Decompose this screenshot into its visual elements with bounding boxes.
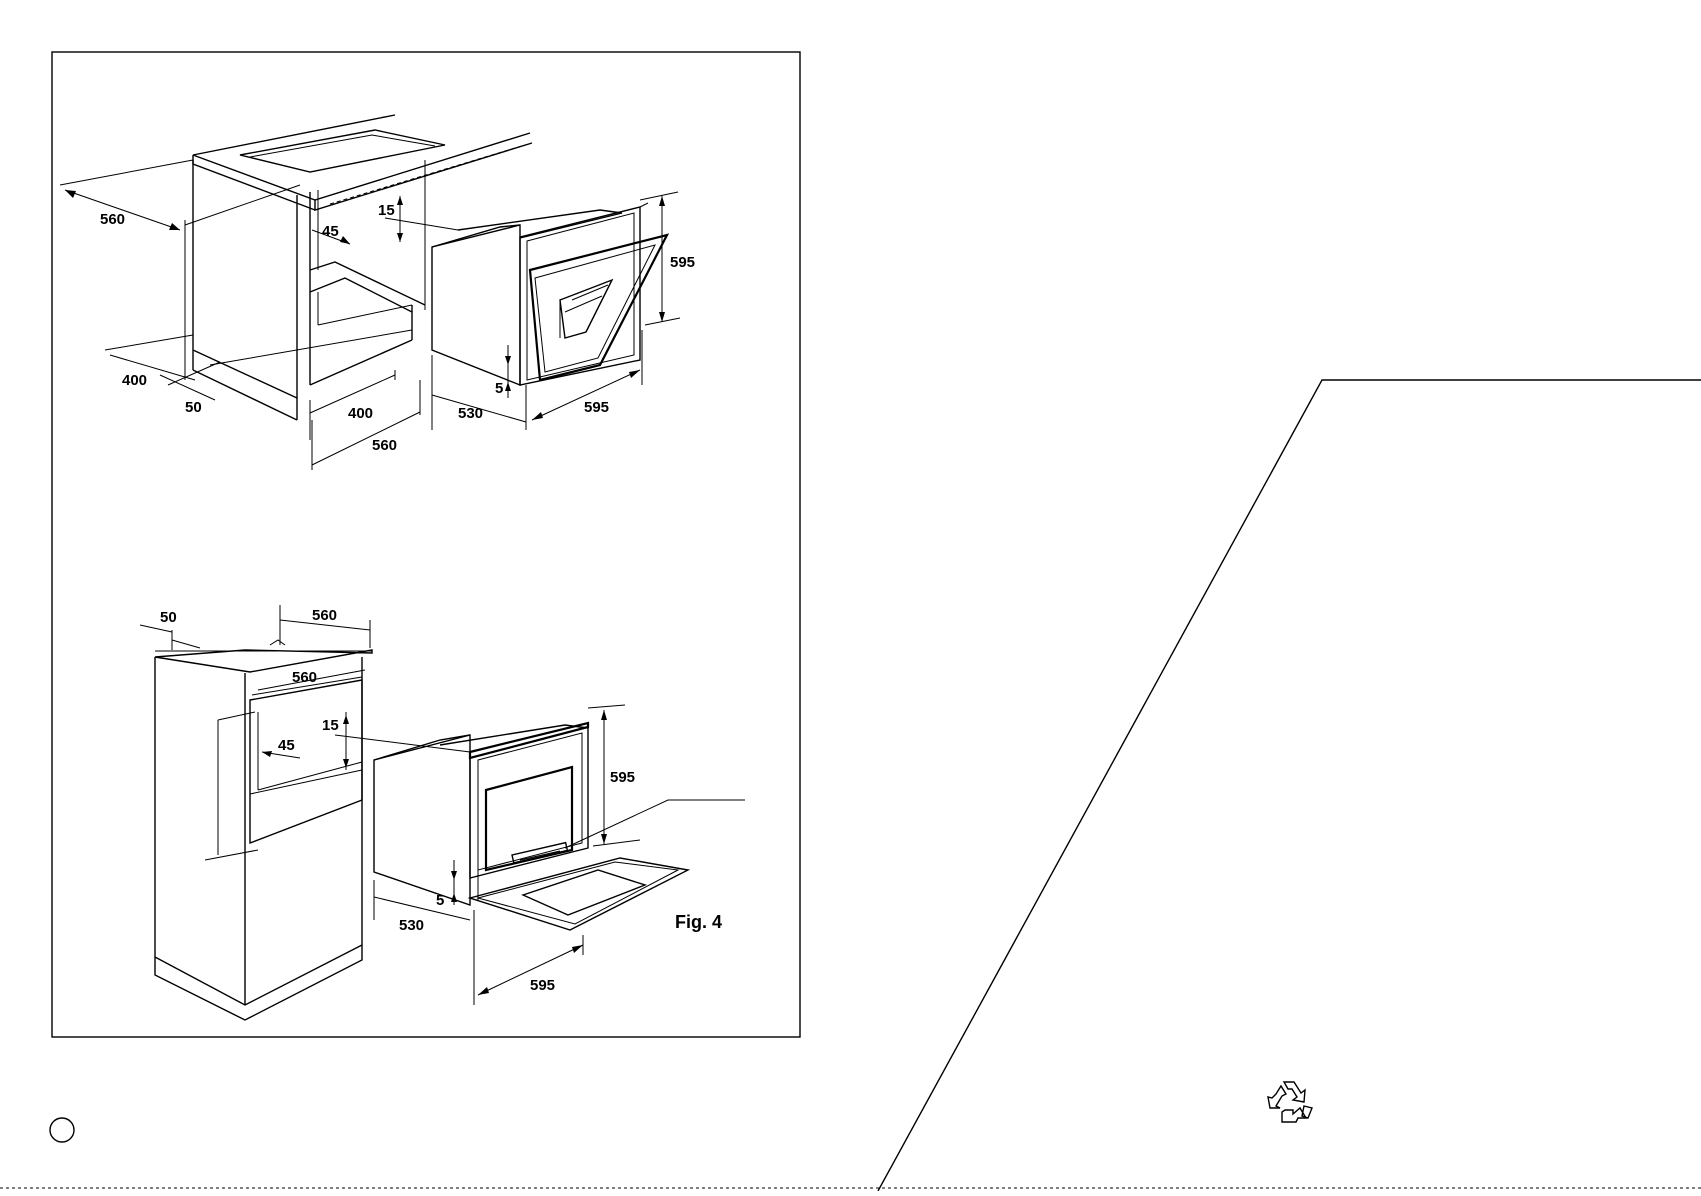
dim-oven-width: 595 (530, 977, 555, 994)
dim-gap-bottom: 5 (436, 892, 444, 909)
dim-gap-bottom: 5 (495, 380, 503, 397)
dim-niche-400: 400 (348, 405, 373, 422)
dim-niche-width: 560 (292, 669, 317, 686)
dim-side-50: 50 (160, 609, 177, 626)
dim-vent-45: 45 (278, 737, 295, 754)
dim-oven-width: 595 (584, 399, 609, 416)
bottom-dimension-lines (140, 620, 470, 860)
oven-bottom-view (374, 723, 745, 930)
dim-top-width: 560 (312, 607, 337, 624)
dim-oven-height: 595 (610, 769, 635, 786)
dim-plinth-height: 50 (185, 399, 202, 416)
cover-diagonal-line (878, 380, 1701, 1191)
figure-label: Fig. 4 (675, 912, 722, 932)
dim-oven-depth: 530 (458, 405, 483, 422)
dim-cabinet-depth: 560 (100, 211, 125, 228)
top-dimension-lines (60, 160, 458, 470)
language-circle-icon (50, 1118, 74, 1142)
dim-vent-45: 45 (322, 223, 339, 240)
dim-gap-top: 15 (378, 202, 395, 219)
top-installation-diagram: 560 15 45 595 400 50 400 560 530 595 5 (60, 115, 695, 470)
dim-oven-depth: 530 (399, 917, 424, 934)
worktop (193, 115, 532, 210)
bottom-installation-diagram: 50 560 560 15 45 595 5 530 595 Fig. 4 (140, 605, 745, 1020)
tall-cabinet (155, 605, 372, 1020)
recycle-icon (1268, 1082, 1312, 1122)
oven-top-view (432, 203, 667, 385)
dim-niche-560: 560 (372, 437, 397, 454)
dim-oven-height: 595 (670, 254, 695, 271)
cabinet (193, 160, 425, 420)
dim-gap-top: 15 (322, 717, 339, 734)
dim-plinth-depth: 400 (122, 372, 147, 389)
